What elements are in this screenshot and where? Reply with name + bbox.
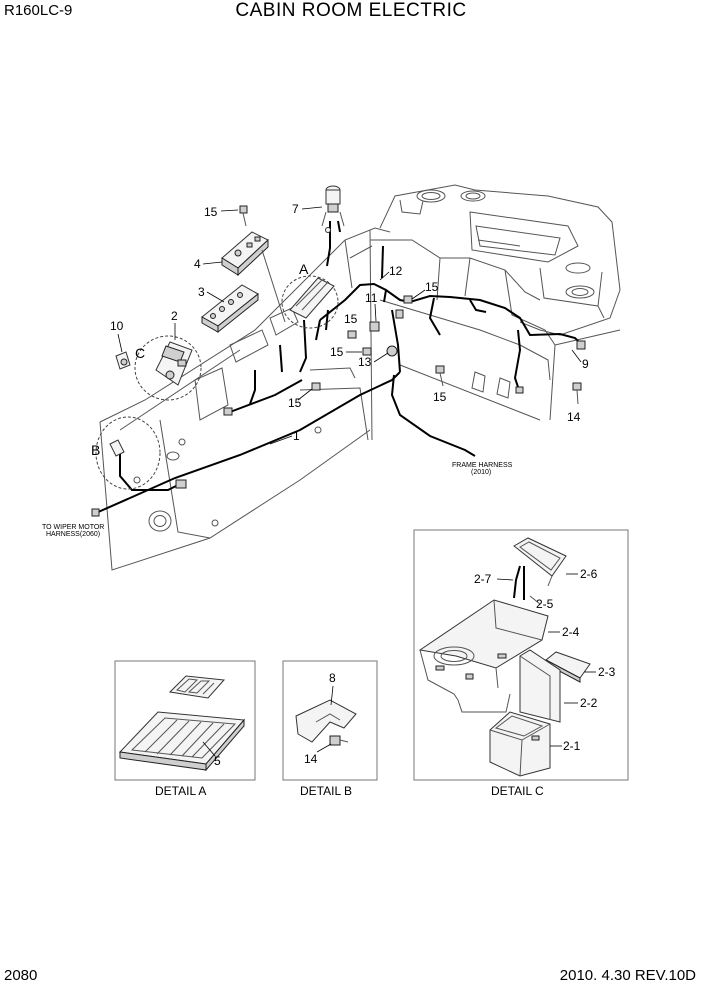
callout-3: 3 [198,285,205,299]
callout-9: 9 [582,357,589,371]
callout-15-f: 15 [433,390,447,404]
callouts: 15 7 4 3 2 10 12 11 15 15 15 13 15 15 9 … [110,202,589,445]
callout-1: 1 [293,429,300,443]
callout-7: 7 [292,202,299,216]
callout-15-b: 15 [425,280,439,294]
note-wiper-code: HARNESS(2060) [46,531,100,538]
detail-a-callout-5: 5 [214,754,221,768]
part-3-switch-panel [201,284,259,334]
page-number: 2080 [4,967,38,984]
cabin-structure [99,184,621,571]
revision-date: 2010. 4.30 REV.10D [559,967,696,984]
detail-a-inset [281,275,339,329]
detail-a-box: 5 [114,660,256,781]
detail-marker-c: C [135,345,145,361]
callout-15-d: 15 [330,345,344,359]
callout-14: 14 [567,410,581,424]
detail-b-box: 8 14 [282,660,378,781]
callout-12: 12 [389,264,403,278]
harness-notes: FRAME HARNESS (2010) TO WIPER MOTOR HARN… [42,462,513,538]
note-frame-harness: FRAME HARNESS [452,462,513,469]
detail-marker-a: A [299,261,309,277]
callout-11: 11 [365,291,378,305]
wire-harness [91,220,586,517]
callout-10: 10 [110,319,124,333]
detail-c-label: DETAIL C [491,784,544,798]
callout-15-top: 15 [204,205,218,219]
detail-c-callout-2-6: 2-6 [580,567,598,581]
model-code: R160LC-9 [4,2,73,19]
part-7-buzzer [321,185,345,233]
detail-c-callout-2-1: 2-1 [563,739,581,753]
callout-13: 13 [358,355,372,369]
detail-b-inset [95,416,161,490]
part-4-switch-panel [221,231,286,323]
callout-2: 2 [171,309,178,323]
detail-c-box: 2-6 2-7 2-5 2-4 2-3 2-2 [413,529,629,781]
detail-c-callout-2-7: 2-7 [474,572,492,586]
detail-marker-b: B [91,442,100,458]
detail-b-callout-8: 8 [329,671,336,685]
detail-c-callout-2-2: 2-2 [580,696,598,710]
detail-c-inset [115,335,202,401]
part-15-bolt-top [220,205,248,227]
detail-b-label: DETAIL B [300,784,352,798]
callout-15-c: 15 [344,312,358,326]
detail-b-callout-14: 14 [304,752,318,766]
note-frame-harness-code: (2010) [471,469,491,476]
page-title: CABIN ROOM ELECTRIC [235,0,467,21]
detail-c-callout-2-4: 2-4 [562,625,580,639]
callout-15-e: 15 [288,396,302,410]
note-wiper: TO WIPER MOTOR [42,524,104,531]
detail-a-label: DETAIL A [155,784,206,798]
callout-4: 4 [194,257,201,271]
detail-c-callout-2-5: 2-5 [536,597,554,611]
detail-c-callout-2-3: 2-3 [598,665,616,679]
bolts-15 [311,295,582,405]
